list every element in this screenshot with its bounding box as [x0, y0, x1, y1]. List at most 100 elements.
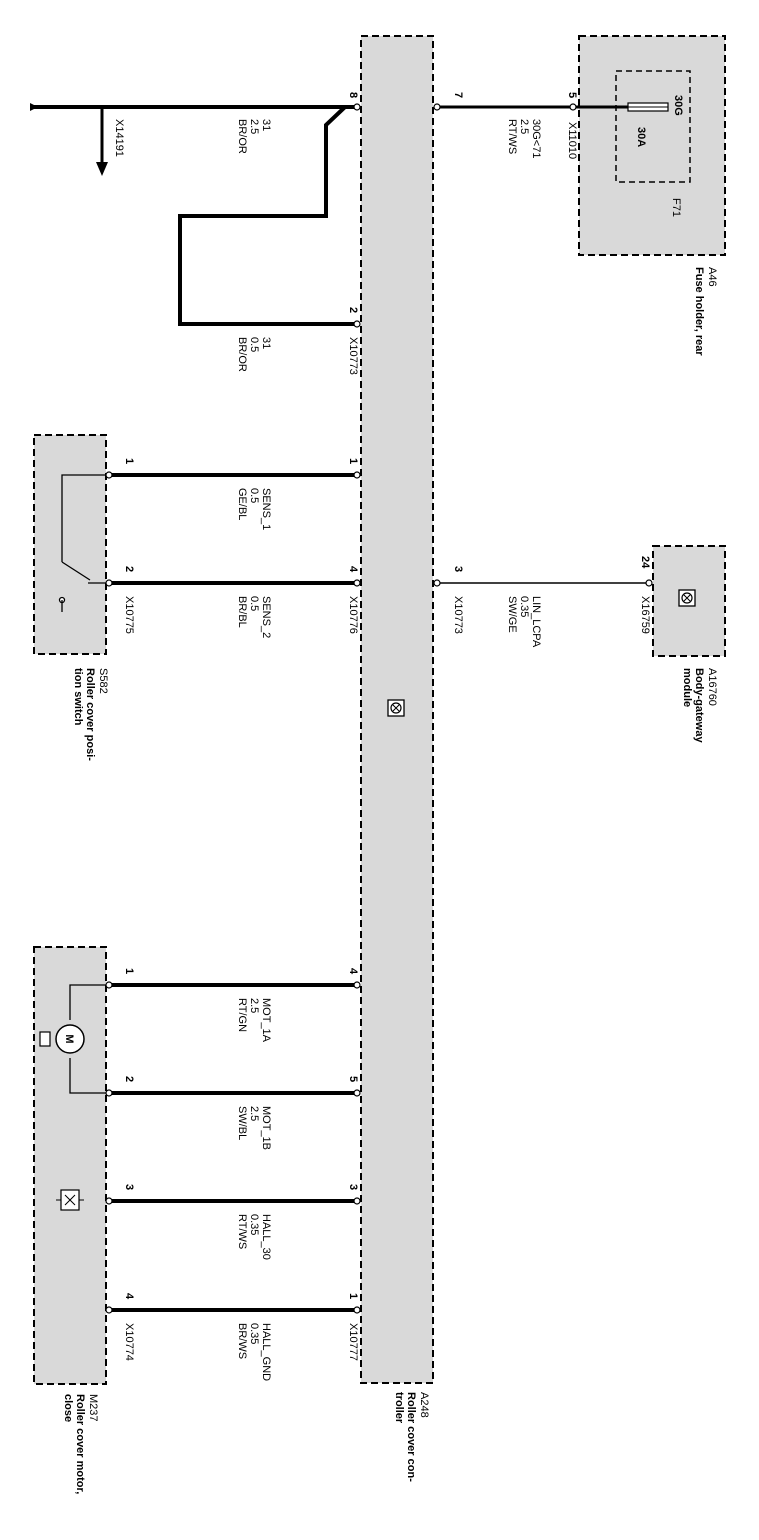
m237-id: M237 — [87, 1394, 99, 1422]
w9-color: BR/WS — [236, 1323, 248, 1359]
m237-name-line2: close — [62, 1394, 74, 1422]
f71-rating: 30A — [635, 127, 647, 147]
a16760-body-gateway: A16760 Body-gateway module — [652, 545, 726, 743]
mot1b-wire: 5 2 MOT_1B 2.5 SW/BL — [105, 1076, 361, 1150]
f71-fuse-box — [615, 70, 691, 183]
w1-color: RT/WS — [506, 119, 518, 154]
w1-signal: 30G<71 — [530, 119, 542, 158]
w8-pin-other: 3 — [123, 1184, 135, 1190]
s582-position-switch: S582 Roller cover posi- tion switch — [33, 434, 112, 761]
w2-pin-ctrl: 2 — [347, 307, 359, 313]
w0-pin-ctrl: 8 — [347, 92, 359, 98]
hall30-wire: 3 3 HALL_30 0.35 RT/WS — [105, 1184, 361, 1260]
w4-color: BR/BL — [236, 596, 248, 628]
w3-color: GE/BL — [236, 488, 248, 520]
w2-signal: 31 — [260, 337, 272, 349]
w4-pin-other: 2 — [123, 566, 135, 572]
w5-color: SW/GE — [506, 596, 518, 633]
w1-gauge: 2.5 — [518, 119, 530, 134]
w3-pin-ctrl: 1 — [347, 458, 359, 464]
ground-wire: X14191 31 2.5 BR/OR 8 — [30, 92, 361, 176]
w1-pin-other: 5 — [566, 92, 578, 98]
w1-conn-other: X11010 — [566, 122, 578, 159]
w7-pin-other: 2 — [123, 1076, 135, 1082]
w2-gauge: 0.5 — [248, 337, 260, 352]
m237-motor: M M237 Roller cover motor, close — [33, 946, 112, 1494]
w7-gauge: 2.5 — [248, 1106, 260, 1121]
motor-symbol: M — [63, 1034, 75, 1043]
w6-color: RT/GN — [236, 998, 248, 1032]
w9-pin-other: 4 — [123, 1293, 135, 1300]
w4-gauge: 0.5 — [248, 596, 260, 611]
w0-gauge: 2.5 — [248, 119, 260, 134]
a46-body — [578, 35, 726, 256]
motor-icon: M — [55, 1024, 85, 1054]
w3-pin-other: 1 — [123, 458, 135, 464]
s582-name-line1: Roller cover posi- — [84, 668, 96, 761]
f71-id: F71 — [670, 198, 682, 217]
ground-loop-wire: 2 X10773 31 0.5 BR/OR — [178, 105, 361, 375]
w8-pin-ctrl: 3 — [347, 1184, 359, 1190]
w9-signal: HALL_GND — [260, 1323, 272, 1381]
w6-signal: MOT_1A — [260, 998, 272, 1043]
switch-contact-icon — [58, 474, 112, 612]
hallgnd-wire: 1 X10777 4 X10774 HALL_GND 0.35 BR/WS — [105, 1293, 361, 1381]
w0-signal: 31 — [260, 119, 272, 131]
w9-conn-ctrl: X10777 — [347, 1323, 359, 1361]
w3-gauge: 0.5 — [248, 488, 260, 503]
a248-id: A248 — [418, 1392, 430, 1418]
a46-id: A46 — [706, 267, 718, 287]
w6-gauge: 2.5 — [248, 998, 260, 1013]
w5-signal: LIN_LCPA — [530, 596, 542, 648]
w6-pin-ctrl: 4 — [347, 968, 359, 975]
mot1a-wire: 4 1 MOT_1A 2.5 RT/GN — [105, 968, 361, 1043]
w0-color: BR/OR — [236, 119, 248, 154]
fuse-icon — [627, 102, 669, 112]
w9-conn-other: X10774 — [123, 1323, 135, 1361]
w7-pin-ctrl: 5 — [347, 1076, 359, 1082]
ground-arrow-icon — [96, 162, 108, 176]
w1-pin-ctrl: 7 — [452, 92, 464, 98]
w5-conn-other: X16759 — [639, 596, 651, 634]
w8-color: RT/WS — [236, 1214, 248, 1249]
w4-signal: SENS_2 — [260, 596, 272, 638]
w7-color: SW/BL — [236, 1106, 248, 1140]
sens1-wire: 1 1 SENS_1 0.5 GE/BL — [105, 458, 361, 530]
gateway-ecu-icon — [678, 589, 696, 607]
m237-name-line1: Roller cover motor, — [74, 1394, 86, 1494]
ground-connector: X14191 — [113, 119, 125, 157]
s582-name-line2: tion switch — [72, 668, 84, 726]
w8-gauge: 0.35 — [248, 1214, 260, 1235]
w4-conn-ctrl: X10776 — [347, 596, 359, 634]
w5-gauge: 0.35 — [518, 596, 530, 617]
a248-name-line2: troller — [393, 1392, 405, 1424]
m237-body — [33, 946, 107, 1385]
a16760-id: A16760 — [706, 668, 718, 706]
hall-sensor-icon — [56, 1189, 84, 1211]
w6-pin-other: 1 — [123, 968, 135, 974]
w5-pin-ctrl: 3 — [452, 566, 464, 572]
w5-conn-ctrl: X10773 — [452, 596, 464, 634]
s582-id: S582 — [97, 668, 109, 694]
a248-controller: A248 Roller cover con- troller — [360, 35, 434, 1482]
w2-conn-ctrl: X10773 — [347, 337, 359, 375]
s582-body — [33, 434, 107, 655]
f71-top-label: 30G — [672, 95, 684, 116]
motor-brake-icon — [39, 1031, 51, 1047]
w9-pin-ctrl: 1 — [347, 1293, 359, 1299]
w7-signal: MOT_1B — [260, 1106, 272, 1150]
w2-color: BR/OR — [236, 337, 248, 372]
w9-gauge: 0.35 — [248, 1323, 260, 1344]
controller-ecu-icon — [387, 699, 405, 717]
a46-fuse-holder: 30G 30A F71 A46 Fuse holder, rear — [578, 35, 726, 356]
lin-wire: 3 X10773 24 X16759 LIN_LCPA 0.35 SW/GE — [433, 556, 653, 648]
w5-pin-other: 24 — [639, 556, 651, 569]
w4-pin-ctrl: 4 — [347, 566, 359, 573]
a248-name-line1: Roller cover con- — [405, 1392, 417, 1482]
supply-wire: 7 5 X11010 30G<71 2.5 RT/WS — [433, 92, 628, 159]
a16760-name-line1: Body-gateway — [693, 668, 705, 743]
w8-signal: HALL_30 — [260, 1214, 272, 1260]
w3-signal: SENS_1 — [260, 488, 272, 530]
a46-name: Fuse holder, rear — [693, 267, 705, 356]
